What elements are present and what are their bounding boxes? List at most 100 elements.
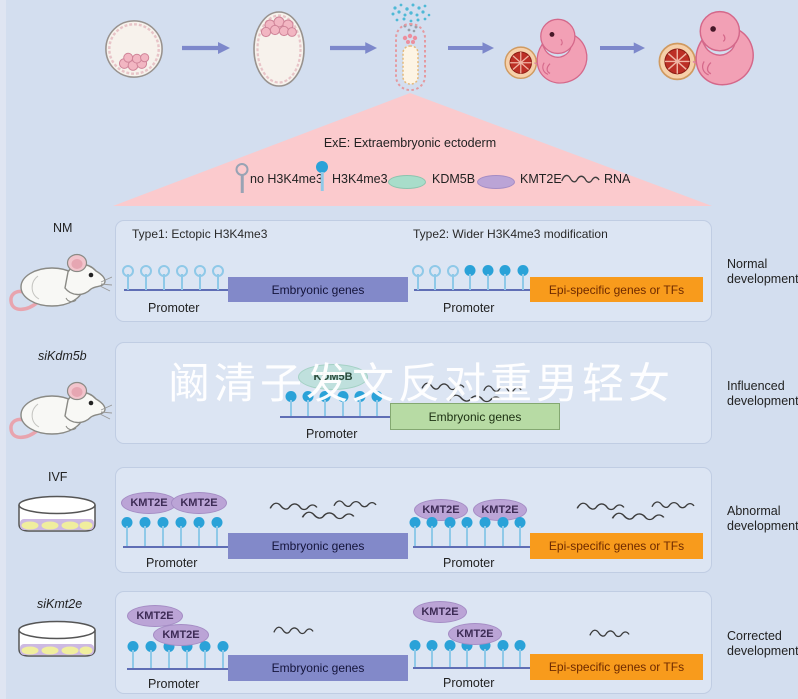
condition-label-nm: NM [53,221,73,235]
h3k4me3-lollipop [176,517,187,546]
promoter-line [123,546,230,548]
promoter-line [280,416,390,418]
promoter-label: Promoter [146,556,198,570]
condition-label-sikdm5b: siKdm5b [38,349,87,363]
promoter-line [414,289,530,291]
h3k4me3-lollipop [515,640,526,667]
development-outcome: Corrected development [727,629,798,658]
no-h3k4me3-lollipop-icon [235,163,249,193]
legend-title: ExE: Extraembryonic ectoderm [323,136,497,150]
no-h3k4me3-lollipop [430,265,441,290]
h3k4me3-lollipop [517,265,528,290]
h3k4me3-lollipop [212,517,223,546]
egg-cylinder-icon [391,3,431,91]
promoter-line [413,546,530,548]
mouse-icon [8,368,112,442]
kmt2e-enzyme-ellipse: KMT2E [153,624,209,646]
watermark-text: 阚清子发文反对重男轻女 [168,359,675,408]
no-h3k4me3-lollipop [140,265,151,290]
promoter-line [124,289,230,291]
rna-squiggle-icon [332,498,377,510]
embryo-with-placenta-icon [502,12,600,90]
late-embryo-with-placenta-icon [656,3,768,93]
embryonic-genes-box: Embryonic genes [390,403,560,430]
h3k4me3-lollipop [139,517,150,546]
h3k4me3-lollipop [409,517,420,546]
kmt2e-enzyme-ellipse-crossed: KMT2E [413,601,467,623]
type2-title: Type2: Wider H3K4me3 modification [413,227,608,241]
kmt2e-enzyme-ellipse-crossed: KMT2E [127,605,183,627]
legend-label: no H3K4me3 [250,172,323,186]
mouse-icon [8,240,112,314]
development-outcome: Influenced development [727,379,798,408]
epi-genes-box: Epi-specific genes or TFs [530,277,703,302]
early-embryo-icon [253,11,305,87]
h3k4me3-lollipop [199,641,210,668]
kmt2e-ellipse-icon [477,175,515,189]
flow-arrow-icon [330,41,377,55]
h3k4me3-lollipop [444,517,455,546]
petri-dish-icon [16,620,98,662]
h3k4me3-lollipop [497,517,508,546]
h3k4me3-lollipop-row [412,265,528,290]
kmt2e-enzyme-ellipse: KMT2E [473,499,527,521]
promoter-label: Promoter [443,556,495,570]
promoter-label: Promoter [443,676,495,690]
type1-title: Type1: Ectopic H3K4me3 [132,227,268,241]
h3k4me3-lollipop [217,641,228,668]
h3k4me3-lollipop-icon [316,161,328,191]
h3k4me3-lollipop [500,265,511,290]
condition-label-sikmt2e: siKmt2e [37,597,83,611]
rna-squiggle-icon [650,499,695,511]
h3k4me3-lollipop [127,641,138,668]
h3k4me3-lollipop [462,517,473,546]
h3k4me3-lollipop [482,265,493,290]
legend-label: KDM5B [432,172,476,186]
legend-label: H3K4me3 [332,172,388,186]
left-edge-strip [0,0,6,699]
no-h3k4me3-lollipop [122,265,133,290]
no-h3k4me3-lollipop [158,265,169,290]
no-h3k4me3-lollipop [195,265,206,290]
embryonic-genes-box: Embryonic genes [228,277,408,302]
embryonic-genes-box: Embryonic genes [228,533,408,559]
h3k4me3-lollipop [121,517,132,546]
no-h3k4me3-lollipop [213,265,224,290]
no-h3k4me3-lollipop [177,265,188,290]
kmt2e-enzyme-ellipse: KMT2E [414,499,468,521]
legend-label: RNA [604,172,631,186]
no-h3k4me3-lollipop [412,265,423,290]
kdm5b-enzyme-ellipse: KDM5B [298,364,368,390]
kdm5b-ellipse-icon [388,175,426,189]
promoter-line [413,667,530,669]
development-outcome: Normal development [727,257,798,286]
legend-label: KMT2E [520,172,562,186]
epi-genes-box: Epi-specific genes or TFs [530,533,703,559]
petri-dish-icon [16,495,98,537]
promoter-label: Promoter [148,301,200,315]
h3k4me3-lollipop [427,517,438,546]
h3k4me3-lollipop [427,640,438,667]
embryonic-genes-box: Embryonic genes [228,655,408,681]
h3k4me3-lollipop [497,640,508,667]
rna-squiggle-icon [588,627,630,640]
blastocyst-icon [105,20,163,78]
no-h3k4me3-lollipop [447,265,458,290]
h3k4me3-lollipop [515,517,526,546]
kmt2e-enzyme-ellipse: KMT2E [121,492,177,514]
h3k4me3-lollipop [465,265,476,290]
h3k4me3-lollipop [157,517,168,546]
h3k4me3-lollipop-row [121,517,223,546]
flow-arrow-icon [448,41,494,55]
h3k4me3-lollipop [409,640,420,667]
flow-arrow-icon [600,41,645,55]
h3k4me3-lollipop [194,517,205,546]
h3k4me3-lollipop [444,640,455,667]
h3k4me3-lollipop [480,517,491,546]
h3k4me3-lollipop-row [122,265,224,290]
flow-arrow-icon [182,41,230,55]
promoter-label: Promoter [148,677,200,691]
epi-genes-box: Epi-specific genes or TFs [530,654,703,680]
rna-squiggle-icon [272,624,314,637]
